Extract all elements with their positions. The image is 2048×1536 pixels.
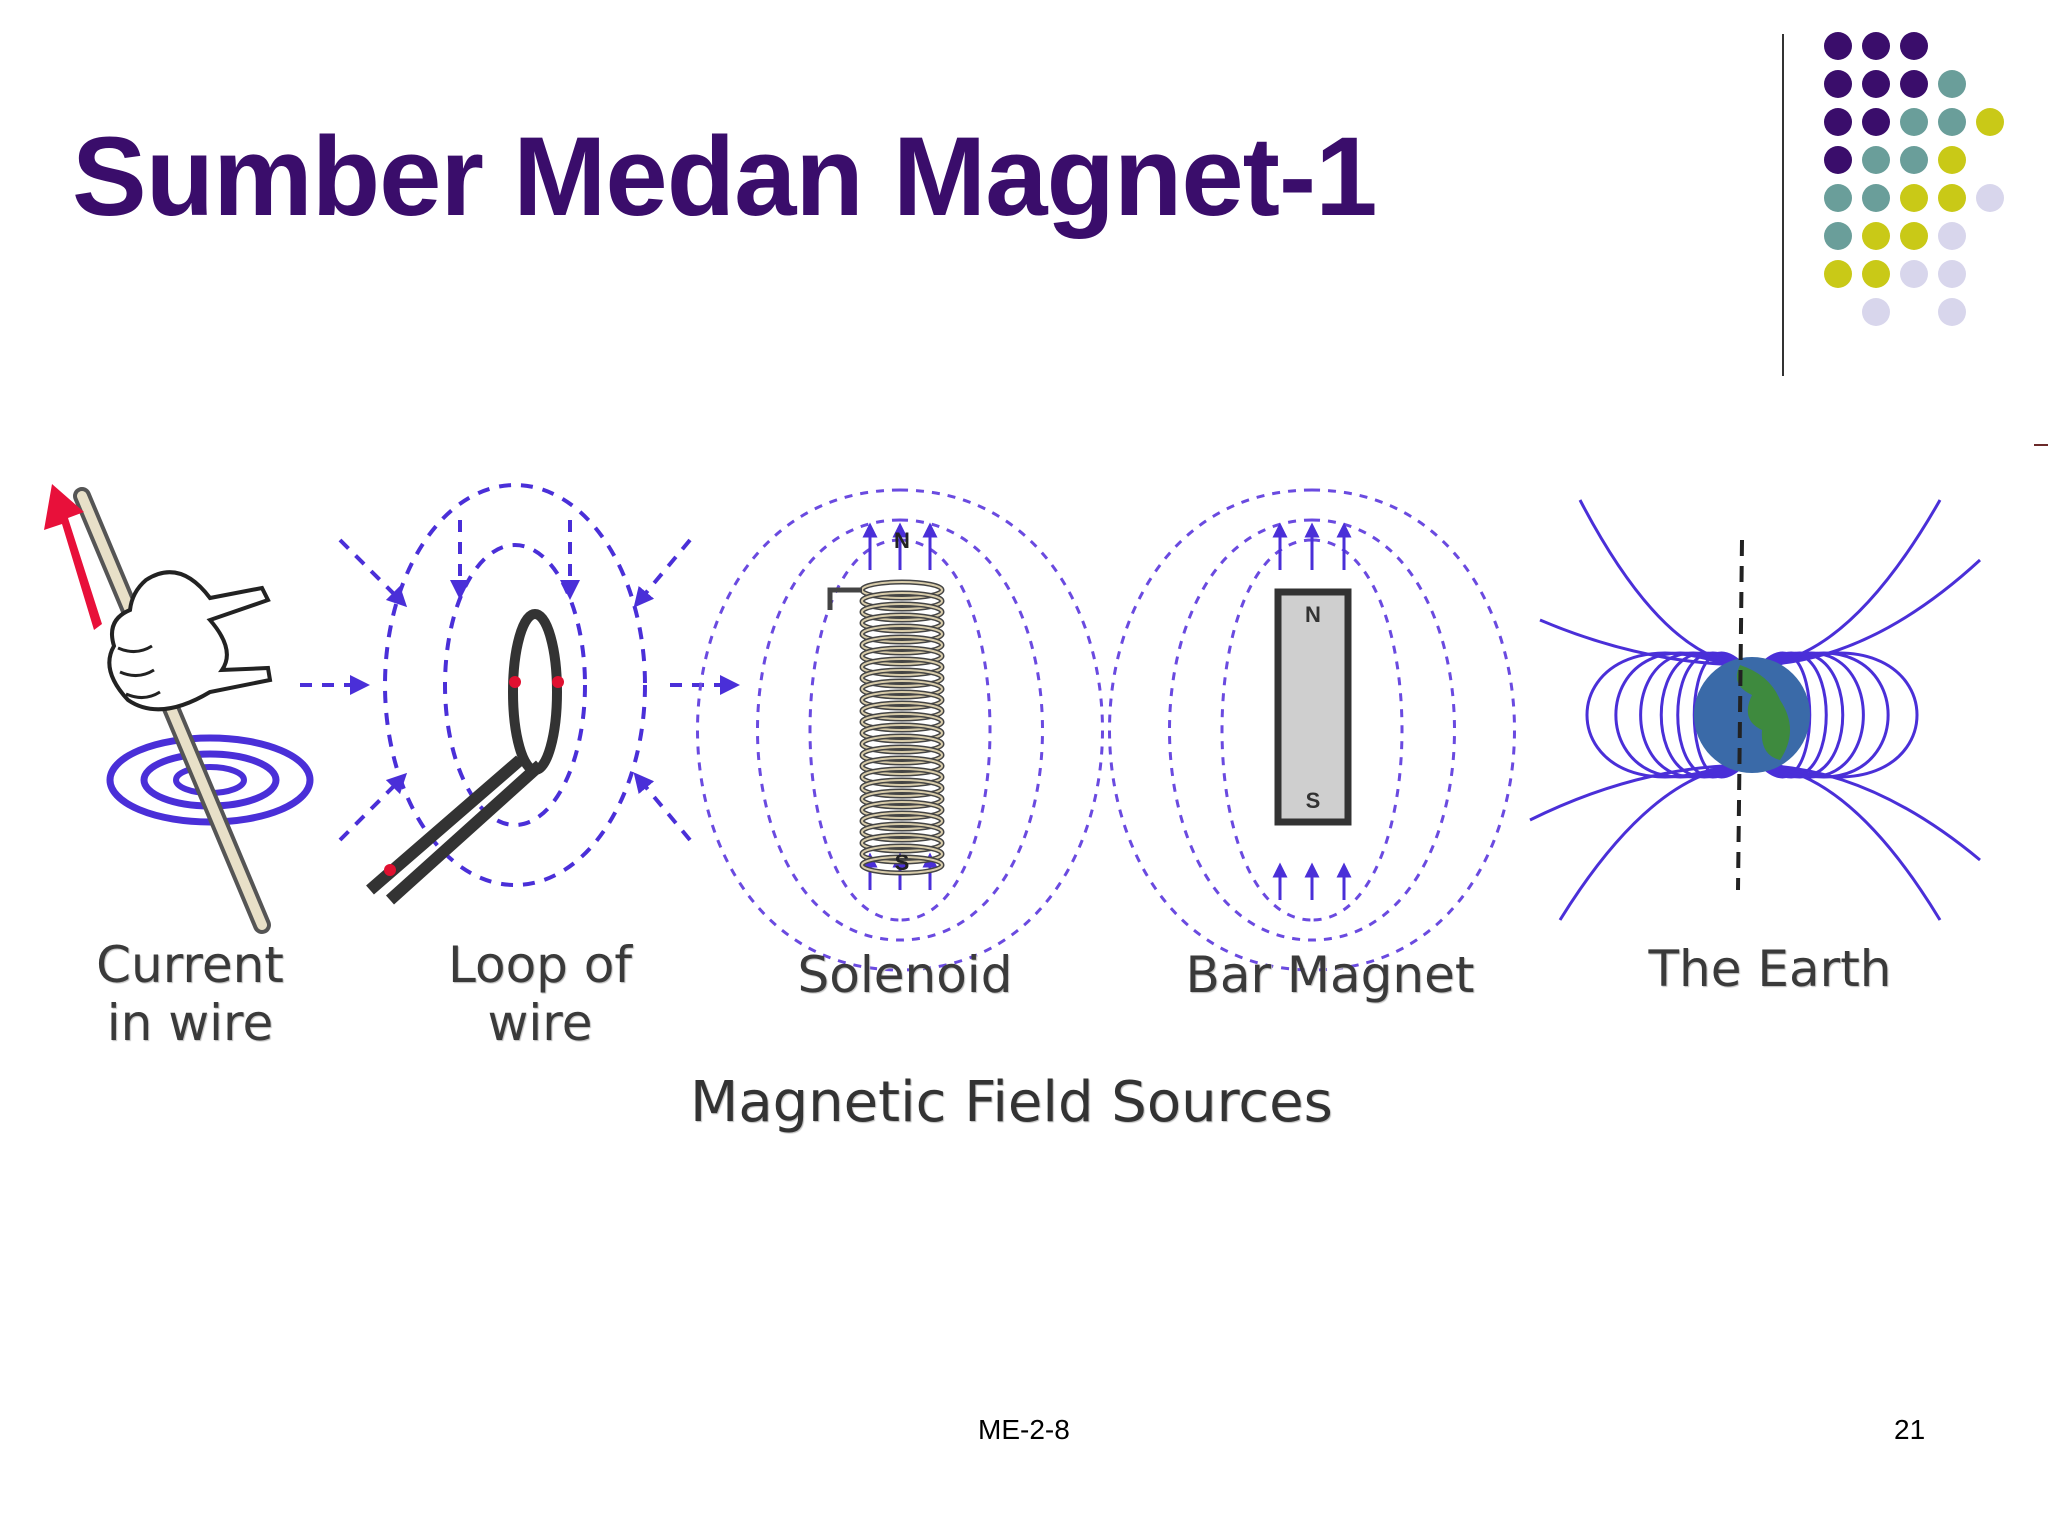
decorative-dot — [1976, 184, 2004, 212]
decorative-dot — [1862, 184, 1890, 212]
title-divider-line — [1782, 34, 1784, 376]
decorative-dot — [1862, 146, 1890, 174]
decorative-dot — [1824, 108, 1852, 136]
decorative-dot — [1900, 260, 1928, 288]
decorative-dot — [1824, 146, 1852, 174]
decorative-dot — [1824, 222, 1852, 250]
decorative-dot — [1938, 298, 1966, 326]
solenoid-south-label: S — [895, 850, 910, 875]
decorative-dot — [1862, 298, 1890, 326]
current-in-wire-illustration — [44, 484, 314, 934]
decorative-dot — [1900, 146, 1928, 174]
bar-magnet-south-label: S — [1306, 788, 1321, 813]
decorative-dot — [1862, 108, 1890, 136]
earth-illustration — [1529, 499, 1982, 921]
figure-title: Magnetic Field Sources — [690, 1070, 1333, 1135]
decorative-dot — [1862, 260, 1890, 288]
decorative-dot — [1938, 108, 1966, 136]
decorative-dot — [1976, 108, 2004, 136]
caption-loop-of-wire: Loop of wire — [448, 936, 632, 1052]
decorative-dot — [1900, 222, 1928, 250]
decorative-dot — [1824, 184, 1852, 212]
caption-solenoid: Solenoid — [797, 946, 1013, 1004]
loop-of-wire-illustration — [300, 483, 740, 905]
bar-magnet-north-label: N — [1305, 602, 1321, 627]
decorative-dot — [1938, 70, 1966, 98]
decorative-dot — [1824, 32, 1852, 60]
decorative-dot — [1900, 184, 1928, 212]
decorative-dot — [1938, 184, 1966, 212]
decorative-dot — [1938, 222, 1966, 250]
slide-title: Sumber Medan Magnet-1 — [72, 114, 1378, 239]
decorative-dot-grid — [1824, 32, 2004, 326]
caption-bar-magnet: Bar Magnet — [1185, 946, 1475, 1004]
bar-magnet-illustration: N S — [1108, 488, 1516, 972]
decorative-dot — [1900, 108, 1928, 136]
hand-icon — [107, 570, 273, 712]
decorative-dot — [1938, 260, 1966, 288]
caption-current-in-wire: Current in wire — [96, 936, 284, 1052]
edge-mark — [2034, 444, 2048, 446]
current-direction-arrow — [44, 484, 102, 630]
decorative-dot — [1824, 70, 1852, 98]
decorative-dot — [1862, 222, 1890, 250]
decorative-dot — [1862, 70, 1890, 98]
footer-slide-code: ME-2-8 — [978, 1414, 1070, 1445]
decorative-dot — [1900, 70, 1928, 98]
magnetic-field-sources-figure: N S N S — [44, 483, 1982, 972]
decorative-dot — [1938, 146, 1966, 174]
decorative-dot — [1824, 260, 1852, 288]
solenoid-north-label: N — [894, 528, 910, 553]
decorative-dot — [1862, 32, 1890, 60]
caption-the-earth: The Earth — [1648, 940, 1892, 998]
page-number: 21 — [1894, 1414, 1926, 1445]
decorative-dot — [1900, 32, 1928, 60]
solenoid-illustration: N S — [696, 488, 1104, 972]
